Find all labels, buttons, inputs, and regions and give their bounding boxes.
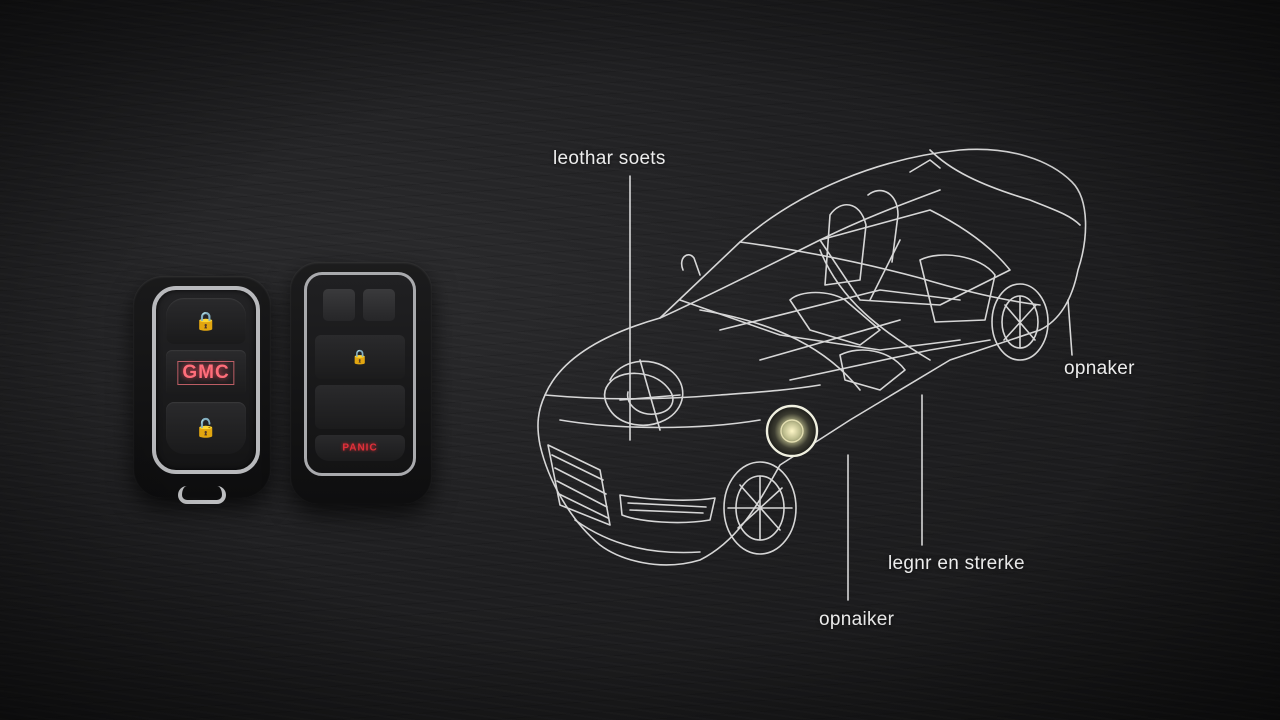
bottom-right-callout-label: legnr en strerke bbox=[888, 553, 1025, 574]
seats-callout-label: leothar soets bbox=[553, 148, 666, 169]
speaker-icon bbox=[765, 404, 819, 458]
speaker-callout-label: opnaker bbox=[1064, 358, 1135, 379]
speaker-right-leader-line bbox=[1067, 299, 1073, 356]
headlight bbox=[619, 494, 716, 524]
speaker-bottom-callout-label: opnaiker bbox=[819, 609, 895, 630]
